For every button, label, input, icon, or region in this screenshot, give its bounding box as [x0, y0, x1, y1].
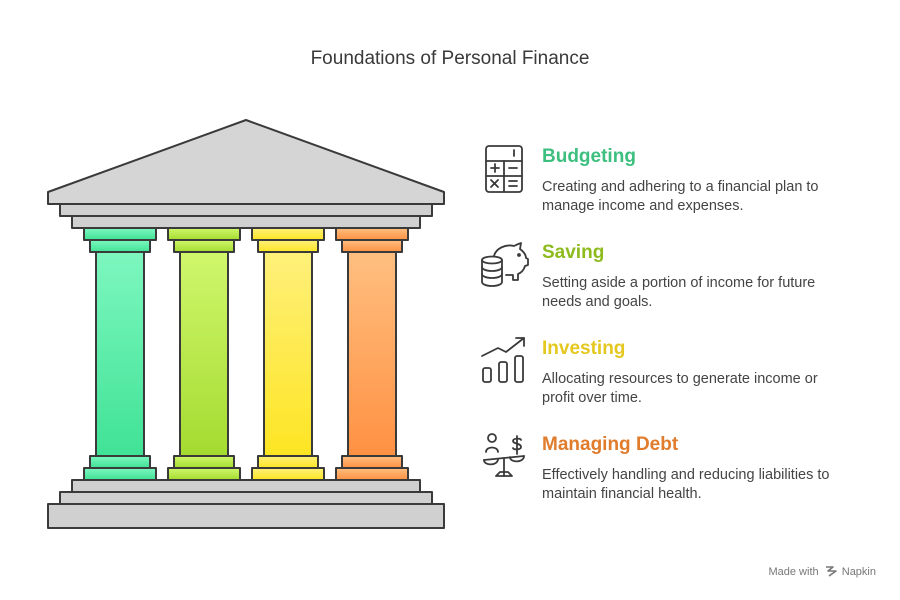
temple-step-3	[47, 503, 445, 529]
person-scale-debt-icon	[483, 433, 525, 477]
temple-roof	[47, 119, 445, 205]
credit-prefix: Made with	[768, 566, 819, 578]
pillar-description: Allocating resources to generate income …	[542, 371, 818, 406]
pillar-managing-debt	[335, 227, 409, 481]
made-with-credit[interactable]: Made with Napkin	[768, 565, 876, 578]
pillar-heading: Investing	[542, 338, 626, 359]
pillar-description: Effectively handling and reducing liabil…	[542, 467, 830, 502]
temple-step-1	[71, 479, 421, 493]
temple-entablature-2	[71, 215, 421, 229]
pillar-item-investing: Investing Allocating resources to genera…	[478, 336, 878, 426]
pillar-description: Creating and adhering to a financial pla…	[542, 179, 819, 214]
calculator-icon	[485, 145, 523, 193]
pillar-heading: Budgeting	[542, 146, 636, 167]
temple-step-2	[59, 491, 433, 505]
piggy-bank-icon	[481, 242, 529, 287]
pillar-saving	[167, 227, 241, 481]
napkin-logo-icon	[825, 566, 837, 577]
pillar-item-managing-debt: Managing Debt Effectively handling and r…	[478, 432, 878, 522]
page-title: Foundations of Personal Finance	[310, 48, 590, 69]
pillar-item-budgeting: Budgeting Creating and adhering to a fin…	[478, 144, 878, 234]
pillar-investing	[251, 227, 325, 481]
pillar-heading: Saving	[542, 242, 605, 263]
pillar-item-saving: Saving Setting aside a portion of income…	[478, 240, 878, 330]
pillar-description: Setting aside a portion of income for fu…	[542, 275, 816, 310]
pillar-heading: Managing Debt	[542, 434, 679, 455]
pillar-budgeting	[83, 227, 157, 481]
growth-chart-icon	[481, 337, 525, 383]
temple-entablature-1	[59, 203, 433, 217]
credit-brand: Napkin	[841, 566, 876, 578]
